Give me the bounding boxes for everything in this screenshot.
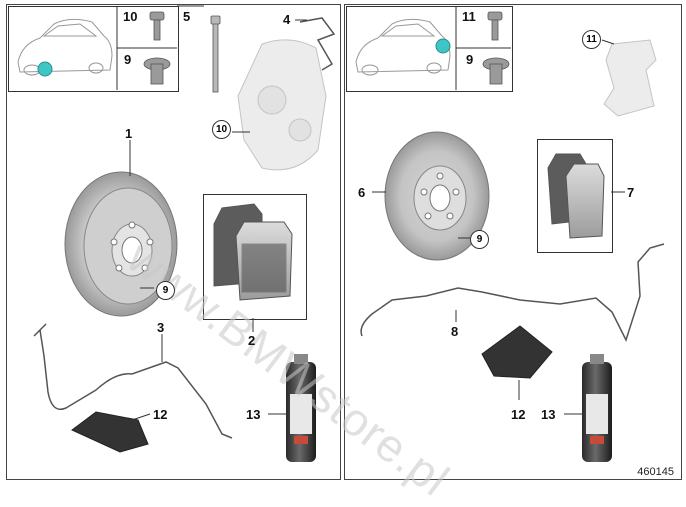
callout-2[interactable]: 2 xyxy=(248,333,256,348)
callout-10[interactable]: 10 xyxy=(123,9,138,24)
callout-5[interactable]: 5 xyxy=(183,9,191,24)
left-pad-box xyxy=(203,194,307,320)
callout-13[interactable]: 13 xyxy=(541,407,556,422)
callout-11[interactable]: 11 xyxy=(462,9,476,24)
callout-4[interactable]: 4 xyxy=(283,12,291,27)
right-car-inset xyxy=(346,6,513,92)
callout-6[interactable]: 6 xyxy=(358,185,366,200)
callout-circle-9[interactable]: 9 xyxy=(470,230,489,249)
callout-9[interactable]: 9 xyxy=(124,52,132,67)
callout-9[interactable]: 9 xyxy=(466,52,474,67)
left-car-inset xyxy=(8,6,179,92)
callout-3[interactable]: 3 xyxy=(157,320,165,335)
callout-circle-10[interactable]: 10 xyxy=(212,120,231,139)
callout-12[interactable]: 12 xyxy=(511,407,526,422)
callout-circle-9[interactable]: 9 xyxy=(156,281,175,300)
callout-7[interactable]: 7 xyxy=(627,185,635,200)
right-pad-box xyxy=(537,139,613,253)
callout-13[interactable]: 13 xyxy=(246,407,261,422)
callout-8[interactable]: 8 xyxy=(451,324,459,339)
diagram-code: 460145 xyxy=(637,466,674,478)
callout-circle-11[interactable]: 11 xyxy=(582,30,601,49)
callout-12[interactable]: 12 xyxy=(153,407,168,422)
callout-1[interactable]: 1 xyxy=(125,126,133,141)
